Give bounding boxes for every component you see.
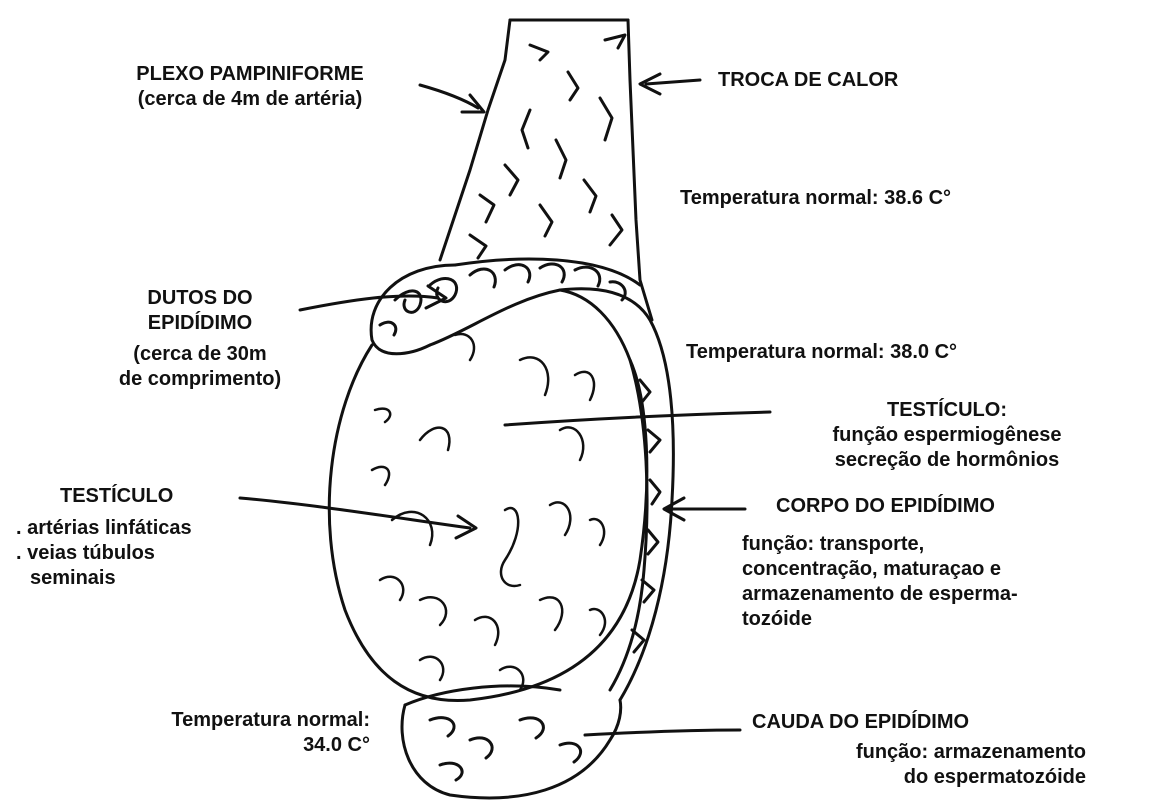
label-troca-de-calor: TROCA DE CALOR: [718, 68, 898, 93]
dutos-title-2: EPIDÍDIMO: [80, 311, 320, 336]
cauda-line-1: função: armazenamento: [740, 740, 1086, 765]
plexo-title: PLEXO PAMPINIFORME: [60, 62, 440, 87]
testiculo-func-line-2: secreção de hormônios: [752, 448, 1142, 473]
label-dutos-detail: (cerca de 30m de comprimento): [78, 342, 322, 392]
testiculo-func-title: TESTÍCULO:: [752, 398, 1142, 423]
corpo-line-4: tozóide: [742, 607, 1018, 632]
temp-upper-text: Temperatura normal: 38.6 C°: [680, 186, 951, 211]
seminiferous-tubules: [372, 334, 605, 690]
line-testiculo-func: [505, 412, 770, 425]
label-temperature-upper: Temperatura normal: 38.6 C°: [680, 186, 951, 211]
corpo-line-1: função: transporte,: [742, 532, 1018, 557]
testiculo-func-line-1: função espermiogênese: [752, 423, 1142, 448]
plexo-subtitle: (cerca de 4m de artéria): [60, 87, 440, 112]
cord-vessel-marks: [470, 35, 625, 258]
label-cauda-epididimo: CAUDA DO EPIDÍDIMO: [752, 710, 969, 735]
label-plexo-pampiniforme: PLEXO PAMPINIFORME (cerca de 4m de artér…: [60, 62, 440, 112]
testis-body: [329, 290, 647, 701]
temp-lower-line-2: 34.0 C°: [40, 733, 370, 758]
epididymis-tail: [402, 686, 621, 798]
label-corpo-epididimo: CORPO DO EPIDÍDIMO: [776, 494, 995, 519]
label-dutos-epididimo: DUTOS DO EPIDÍDIMO: [80, 286, 320, 336]
temp-middle-text: Temperatura normal: 38.0 C°: [686, 340, 957, 365]
label-testiculo-partes-list: . artérias linfáticas . veias túbulos se…: [16, 516, 192, 591]
corpo-line-3: armazenamento de esperma-: [742, 582, 1018, 607]
cauda-line-2: do espermatozóide: [740, 765, 1086, 790]
corpo-line-2: concentração, maturaçao e: [742, 557, 1018, 582]
arrow-dutos: [300, 286, 446, 310]
testiculo-parts-title: TESTÍCULO: [60, 484, 173, 509]
label-testiculo-funcao: TESTÍCULO: função espermiogênese secreçã…: [752, 398, 1142, 473]
epididymis-head: [371, 259, 650, 354]
line-cauda: [585, 730, 740, 735]
temp-lower-line-1: Temperatura normal:: [40, 708, 370, 733]
arrow-corpo: [664, 498, 745, 520]
dutos-sub-1: (cerca de 30m: [78, 342, 322, 367]
testiculo-parts-line-1: . artérias linfáticas: [16, 516, 192, 541]
cauda-title: CAUDA DO EPIDÍDIMO: [752, 710, 969, 735]
label-corpo-funcao: função: transporte, concentração, matura…: [742, 532, 1018, 632]
arrow-troca: [640, 74, 700, 94]
testiculo-parts-line-2: . veias túbulos: [16, 541, 192, 566]
label-cauda-funcao: função: armazenamento do espermatozóide: [740, 740, 1086, 790]
arrow-testiculo-parts: [240, 498, 476, 538]
troca-title: TROCA DE CALOR: [718, 68, 898, 93]
dutos-sub-2: de comprimento): [78, 367, 322, 392]
label-temperature-lower: Temperatura normal: 34.0 C°: [40, 708, 370, 758]
label-testiculo-partes: TESTÍCULO: [60, 484, 173, 509]
dutos-title-1: DUTOS DO: [80, 286, 320, 311]
label-temperature-middle: Temperatura normal: 38.0 C°: [686, 340, 957, 365]
corpo-title: CORPO DO EPIDÍDIMO: [776, 494, 995, 519]
testiculo-parts-line-3: seminais: [16, 566, 192, 591]
